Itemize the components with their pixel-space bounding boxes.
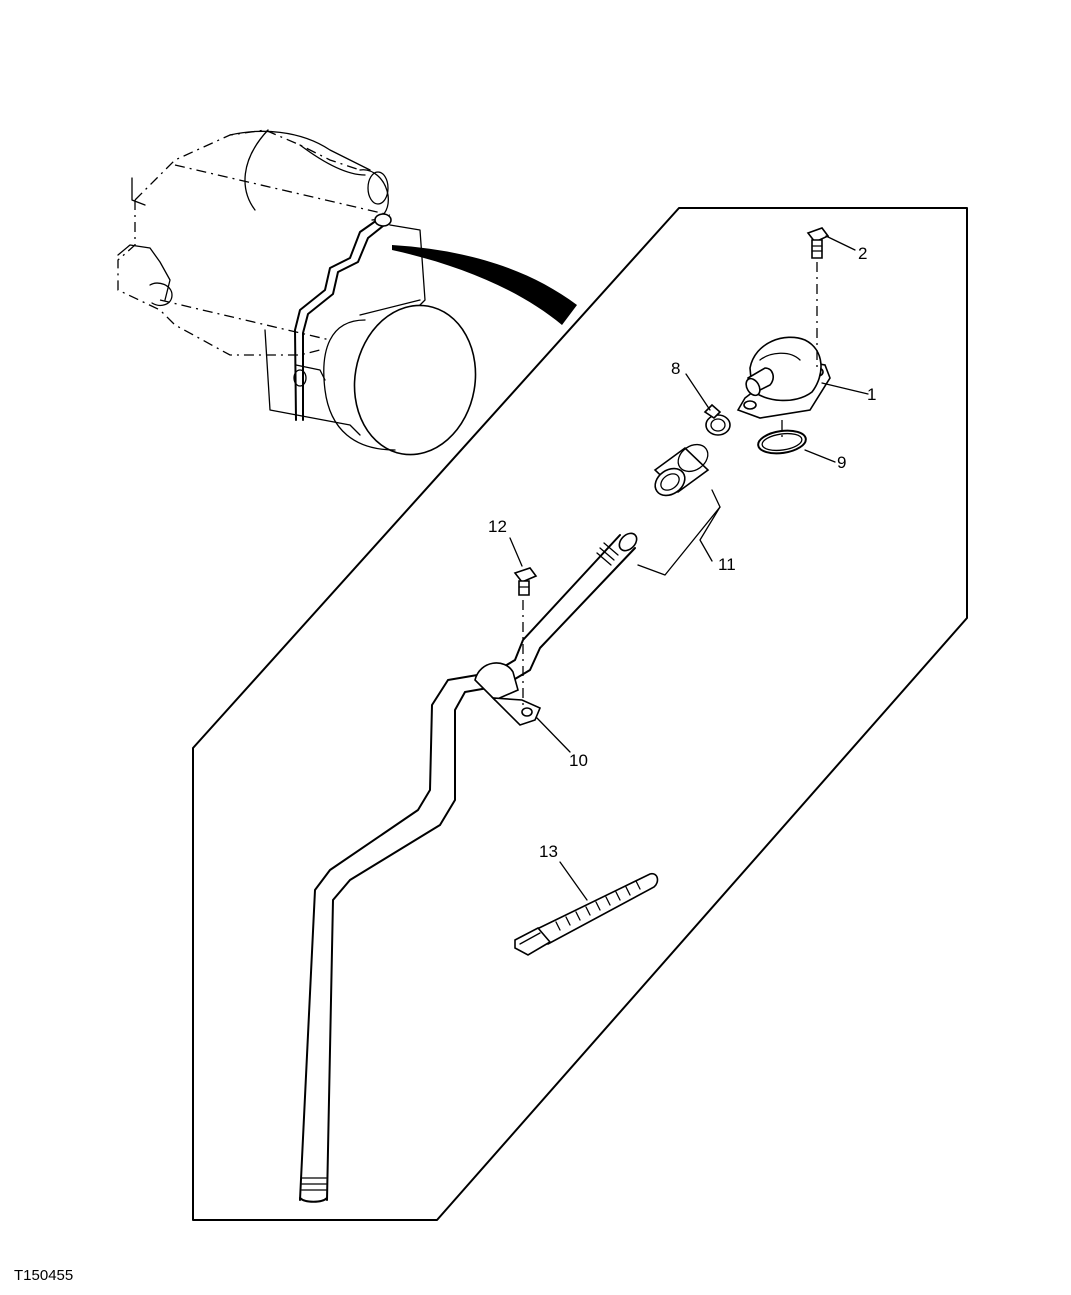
breather-pipe bbox=[299, 532, 638, 1203]
callout-11: 11 bbox=[718, 555, 736, 574]
detail-frame bbox=[192, 207, 968, 1221]
housing-part-1 bbox=[736, 336, 831, 419]
callout-1: 1 bbox=[867, 385, 876, 404]
bracket-part-10 bbox=[474, 600, 542, 726]
callout-labels: 1 2 8 9 10 11 12 13 bbox=[488, 244, 876, 861]
callout-8: 8 bbox=[671, 359, 680, 378]
callout-12: 12 bbox=[488, 517, 507, 536]
o-ring-part-9 bbox=[757, 429, 807, 455]
hose-sleeve bbox=[653, 443, 710, 497]
engine-overview bbox=[117, 129, 577, 456]
cable-tie-part-13 bbox=[514, 872, 659, 956]
figure-id: T150455 bbox=[14, 1267, 74, 1284]
callout-13: 13 bbox=[539, 842, 558, 861]
leader-lines bbox=[509, 235, 869, 901]
bolt-part-2 bbox=[806, 227, 830, 370]
clamp-part-8 bbox=[703, 403, 731, 436]
bolt-part-12 bbox=[513, 567, 538, 596]
callout-2: 2 bbox=[858, 244, 867, 263]
callout-10: 10 bbox=[569, 751, 588, 770]
callout-9: 9 bbox=[837, 453, 846, 472]
